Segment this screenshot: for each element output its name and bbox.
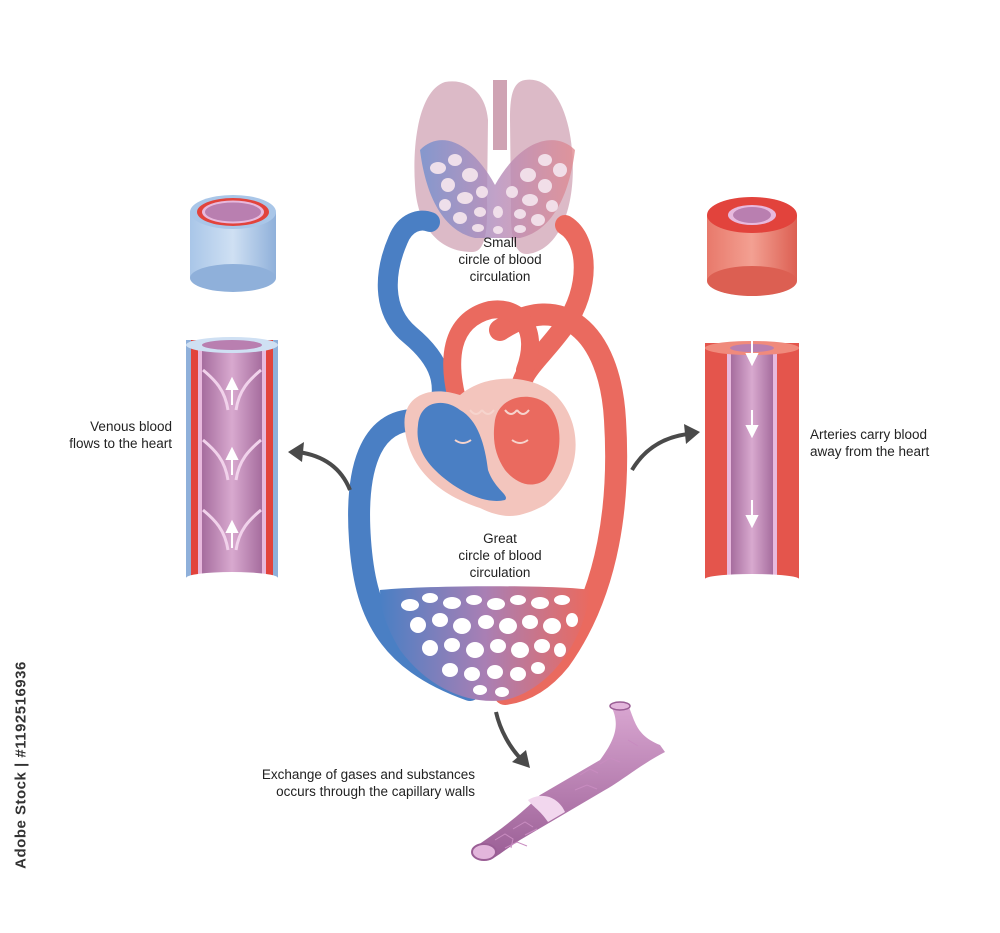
venous-flow-arrows — [225, 376, 239, 548]
pulmonary-crossing-loop — [443, 300, 539, 419]
artery-longitudinal-section — [705, 338, 799, 584]
great-circle-label: Great circle of blood circulation — [458, 531, 542, 580]
arrow-to-vein-head — [288, 442, 304, 462]
arrow-to-artery — [630, 432, 689, 472]
artery-illustration — [705, 197, 799, 584]
artery-cross-section — [707, 197, 797, 296]
watermark-text: Adobe Stock | #1192516936 — [12, 661, 30, 869]
capillary-close-up — [471, 701, 665, 861]
heart-valves — [454, 409, 530, 444]
capillary-opening-top — [609, 701, 631, 711]
arrow-to-artery-head — [684, 424, 700, 444]
capillary-cell-pattern — [494, 739, 639, 849]
vein-longitudinal-section — [186, 337, 278, 584]
pulmonary-capillary-network — [420, 140, 575, 238]
venous-blood-label: Venous blood flows to the heart — [69, 419, 172, 451]
capillary-exchange-label: Exchange of gases and substances occurs … — [261, 767, 475, 799]
vein-illustration — [186, 195, 278, 584]
pulmonary-artery-blue — [377, 210, 452, 430]
trachea — [493, 80, 507, 150]
arrow-to-capillary-head — [512, 750, 530, 768]
heart — [404, 378, 576, 516]
vein-cross-section — [190, 195, 276, 292]
right-heart-chambers — [417, 402, 507, 501]
systemic-capillary-bed — [380, 586, 590, 701]
capillary-tube — [478, 705, 665, 860]
lungs — [414, 79, 575, 255]
capillary-cut-section — [528, 795, 565, 822]
arrow-to-vein — [297, 450, 352, 491]
arteries-label: Arteries carry blood away from the heart — [810, 427, 930, 459]
venous-valves — [202, 368, 262, 551]
capillary-opening-bottom — [471, 843, 497, 861]
stock-watermark: Adobe Stock | #1192516936 — [8, 661, 34, 869]
small-circle-label: Small circle of blood circulation — [458, 235, 542, 284]
arrow-to-capillary — [494, 711, 524, 762]
arterial-flow-arrows — [745, 338, 759, 529]
